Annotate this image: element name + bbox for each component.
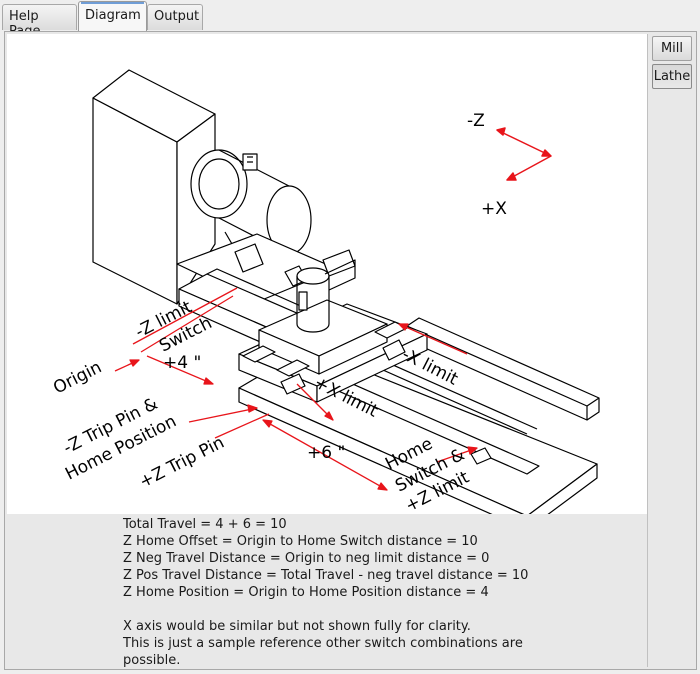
axis-indicator: [496, 127, 552, 181]
dimension-lines: [114, 287, 478, 491]
neg-z-axis-label: -Z: [467, 111, 485, 131]
tab-output[interactable]: Output: [147, 4, 203, 30]
origin-label: Origin: [50, 357, 105, 398]
diagram-panel: -Z +X: [4, 31, 697, 670]
description-line: Z Home Position = Origin to Home Positio…: [123, 585, 489, 600]
description-line: [123, 601, 643, 618]
four-inch-label: +4 ": [163, 353, 201, 373]
description-line: Z Neg Travel Distance = Origin to neg li…: [123, 551, 490, 566]
description-line: This is just a sample reference other sw…: [123, 636, 523, 651]
description-line: Total Travel = 4 + 6 = 10: [123, 517, 287, 532]
pos-x-axis-label: +X: [481, 199, 507, 219]
lathe-button[interactable]: Lathe: [652, 64, 692, 89]
tab-bar: Help Page Diagram Output: [0, 0, 700, 39]
tool-post: [296, 259, 356, 333]
mill-button[interactable]: Mill: [652, 36, 692, 61]
tab-label: Output: [154, 9, 200, 24]
description-text: Total Travel = 4 + 6 = 10 Z Home Offset …: [123, 516, 643, 669]
carriage: [238, 299, 428, 403]
description-line: X axis would be similar but not shown fu…: [123, 619, 471, 634]
tab-help-page[interactable]: Help Page: [2, 4, 77, 39]
description-line: Z Pos Travel Distance = Total Travel - n…: [123, 568, 529, 583]
chuck: [190, 149, 312, 257]
tab-diagram[interactable]: Diagram: [78, 1, 147, 32]
tab-label: Diagram: [85, 8, 141, 23]
description-line: possible.: [123, 653, 181, 668]
six-inch-label: +6 ": [307, 443, 345, 463]
panel-divider: [647, 34, 648, 667]
lathe-diagram: -Z +X: [7, 34, 647, 514]
description-line: Z Home Offset = Origin to Home Switch di…: [123, 534, 478, 549]
